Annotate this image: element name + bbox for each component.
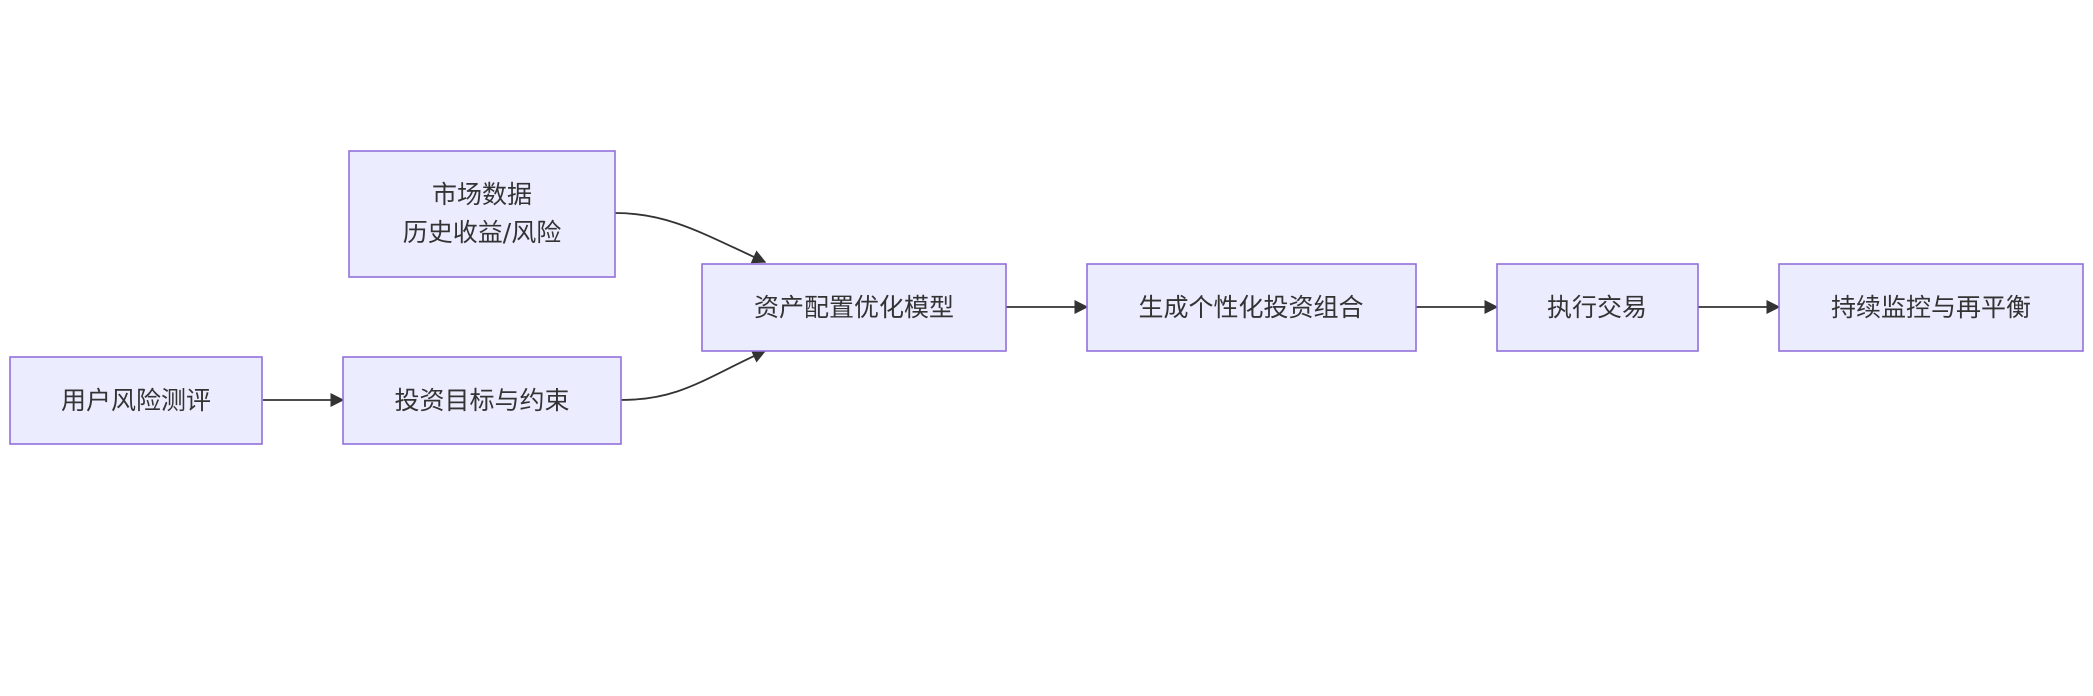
edge-goals-to-model (620, 349, 767, 401)
investment-goals-label: 投资目标与约束 (394, 386, 569, 415)
node-optimization-model[interactable]: 资产配置优化模型 (701, 263, 1007, 352)
node-execute-trade[interactable]: 执行交易 (1496, 263, 1699, 352)
rebalance-label: 持续监控与再平衡 (1831, 293, 2031, 322)
edges (263, 212, 1781, 407)
risk-assessment-label: 用户风险测评 (61, 386, 211, 415)
optimization-model-label: 资产配置优化模型 (754, 293, 954, 322)
portfolio-label: 生成个性化投资组合 (1138, 293, 1363, 322)
execute-trade-label: 执行交易 (1547, 293, 1647, 322)
market-data-line2: 历史收益/风险 (403, 218, 561, 247)
node-market-data[interactable]: 市场数据 历史收益/风险 (348, 150, 616, 278)
node-risk-assessment[interactable]: 用户风险测评 (9, 356, 263, 445)
edge-market-to-model (614, 212, 767, 264)
market-data-line1: 市场数据 (432, 180, 532, 209)
node-rebalance[interactable]: 持续监控与再平衡 (1778, 263, 2084, 352)
node-investment-goals[interactable]: 投资目标与约束 (342, 356, 622, 445)
node-portfolio[interactable]: 生成个性化投资组合 (1086, 263, 1417, 352)
